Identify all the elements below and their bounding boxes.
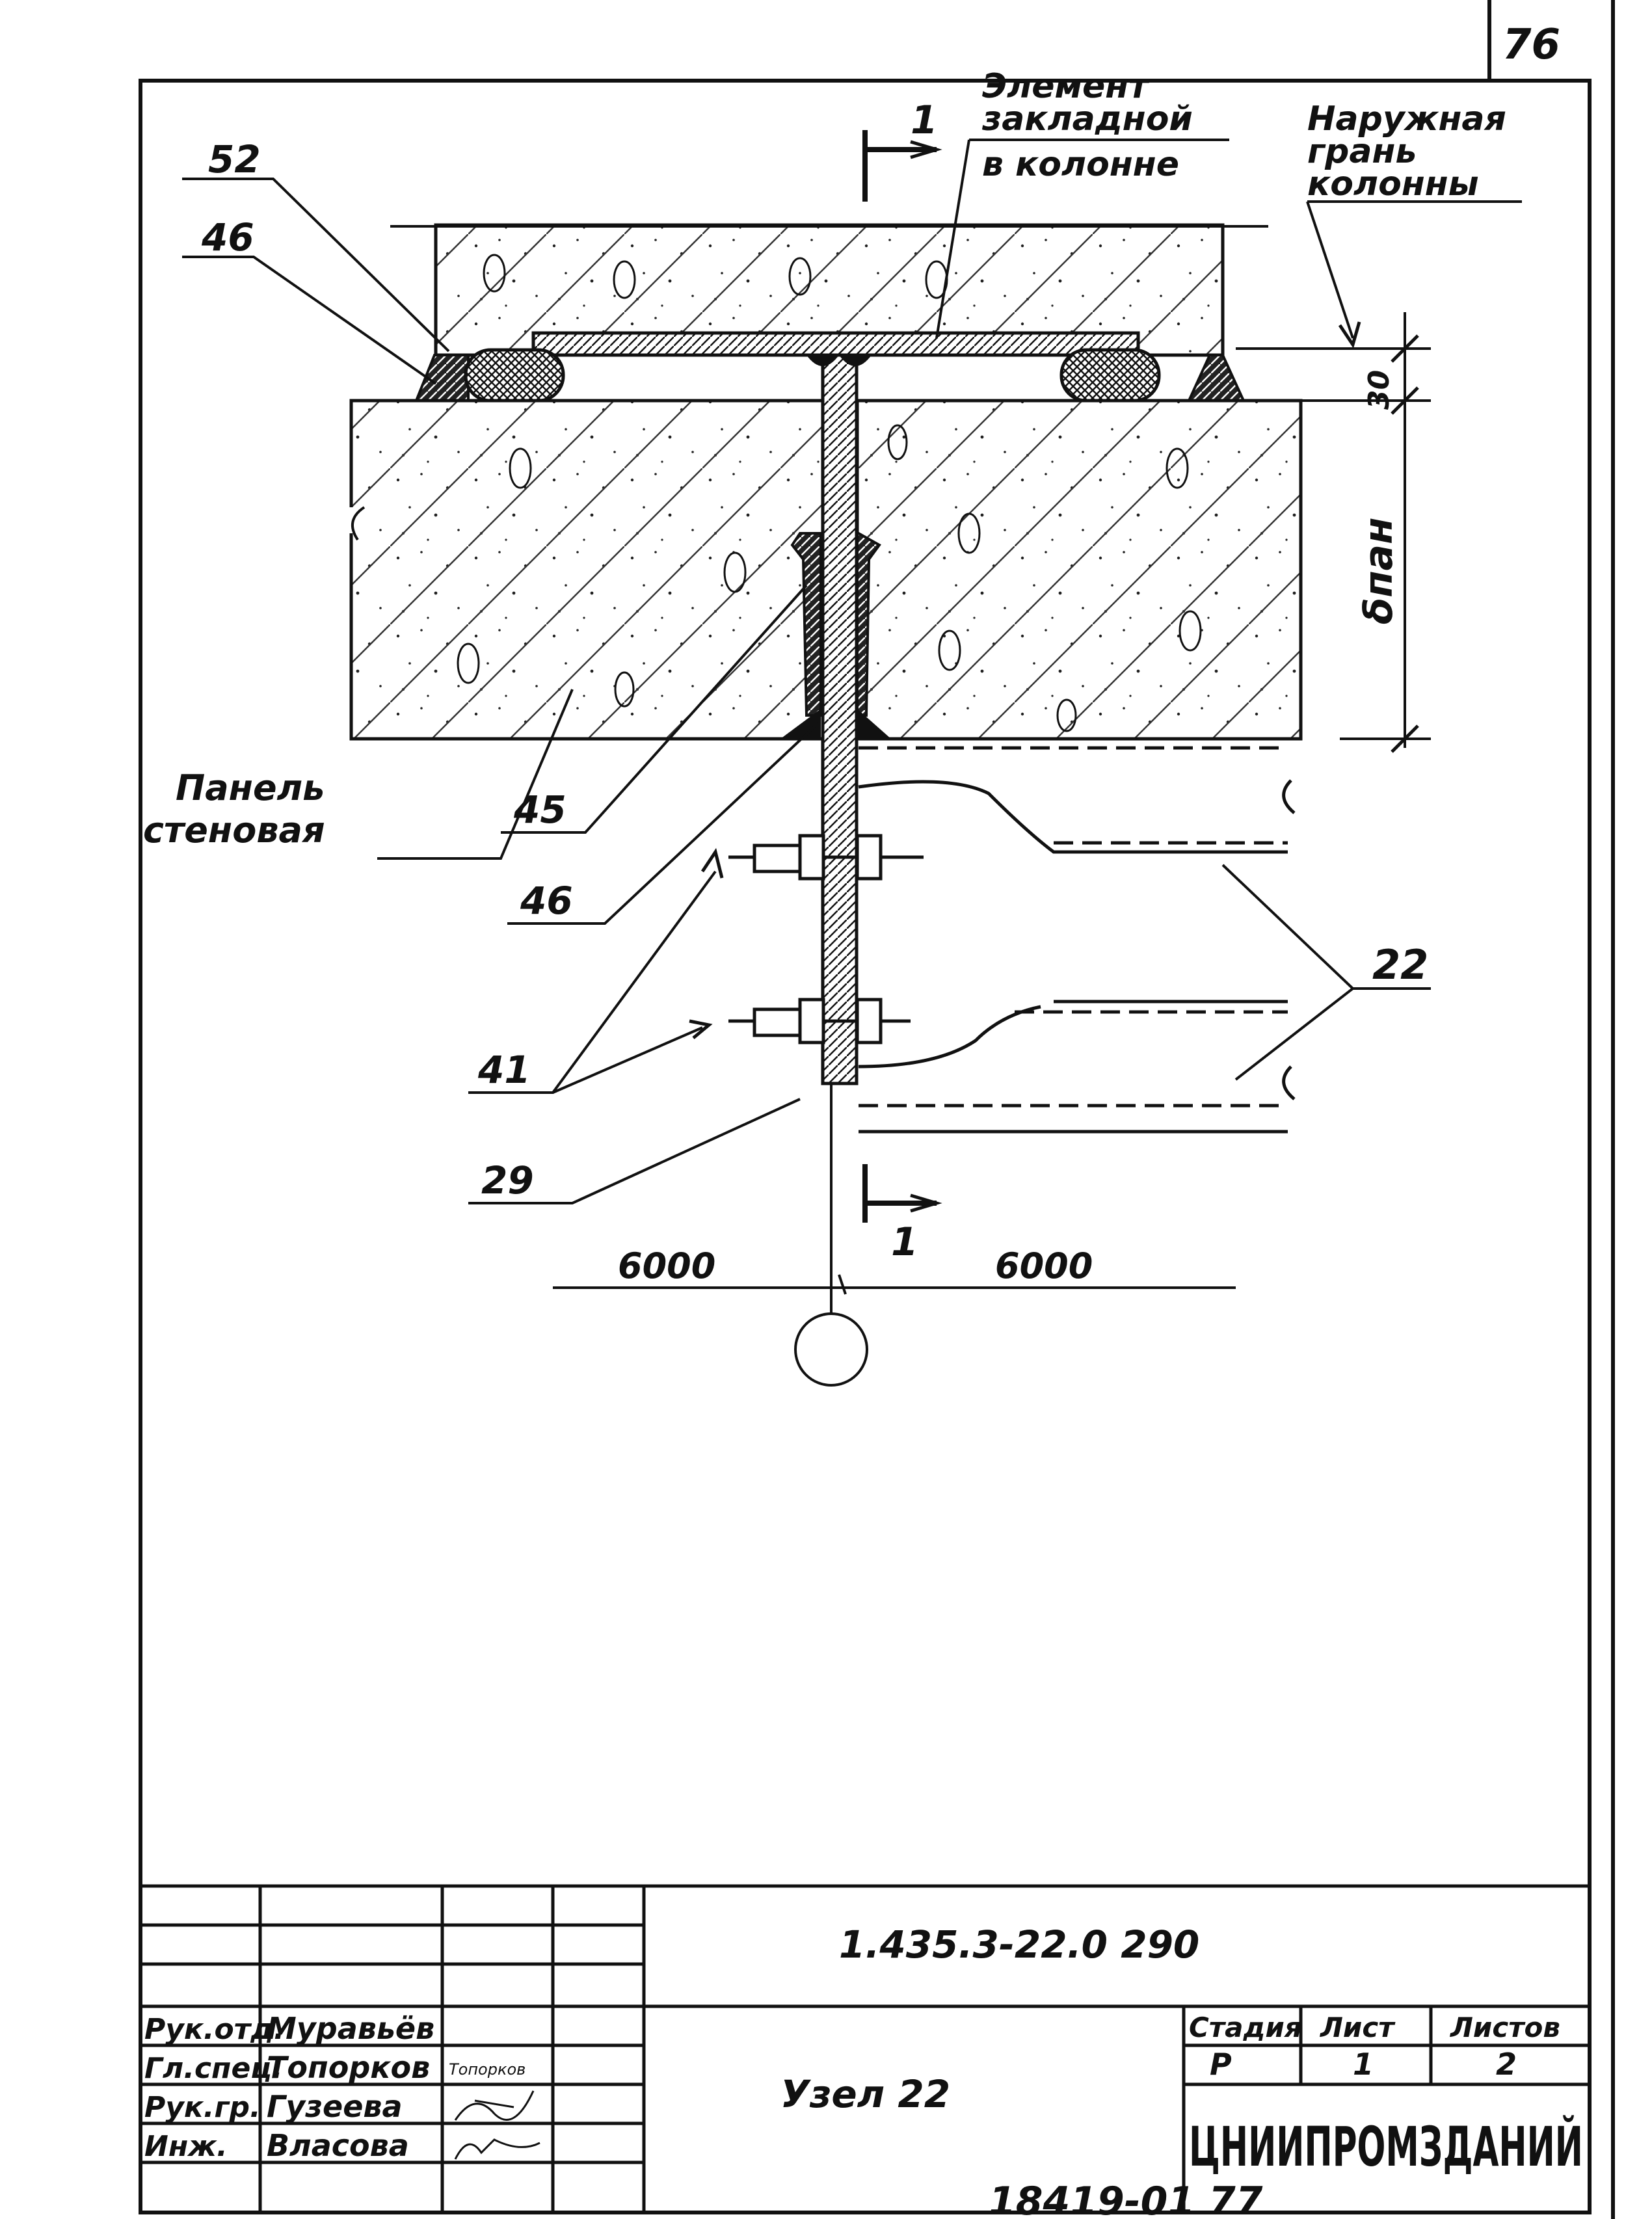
column-flange (821, 353, 859, 1085)
callout-45: 45 (513, 788, 566, 832)
dim-30: 30 (1363, 370, 1396, 410)
drawing-title: Узел 22 (780, 2072, 950, 2116)
span-right: 6000 (995, 1245, 1093, 1286)
name-1: Муравьёв (267, 2011, 434, 2046)
section-mark-top (862, 130, 942, 202)
role-4: Инж. (144, 2130, 228, 2163)
label-wall-panel-1: Панель (176, 767, 325, 808)
span-left: 6000 (618, 1245, 715, 1286)
section-mark-top-label: 1 (911, 98, 938, 143)
dim-panel-thickness: δпан (1356, 517, 1402, 624)
gasket-left (464, 348, 565, 403)
stage-label: Стадия (1189, 2012, 1302, 2043)
embedded-element-callout (935, 139, 1229, 339)
label-outer-1: Наружная (1307, 100, 1506, 139)
callout-22: 22 (1372, 941, 1428, 989)
bolt-lower (728, 998, 911, 1044)
gasket-right (1059, 348, 1161, 403)
label-embedded-3: в колонне (982, 145, 1179, 184)
sheet-value: 1 (1353, 2047, 1374, 2082)
steel-beams (858, 737, 1296, 1134)
label-outer-3: колонны (1307, 165, 1479, 204)
sheet-label: Лист (1319, 2012, 1396, 2043)
callout-46-bottom: 46 (520, 879, 573, 923)
label-wall-panel-2: стеновая (143, 810, 325, 851)
signature-note: Топорков (449, 2060, 526, 2079)
name-4: Власова (267, 2128, 409, 2163)
label-embedded-1: Элемент (982, 67, 1150, 106)
callout-41: 41 (477, 1048, 531, 1092)
dimension-lines (1236, 312, 1431, 753)
top-joint-seals (414, 348, 1246, 403)
label-outer-2: грань (1307, 132, 1417, 171)
section-mark-bottom-label: 1 (891, 1219, 918, 1265)
role-1: Рук.отд. (144, 2013, 285, 2046)
sheets-value: 2 (1496, 2047, 1517, 2082)
name-3: Гузеева (267, 2089, 403, 2124)
weld-top (806, 355, 872, 366)
wall-panel-right (855, 399, 1303, 741)
callout-52: 52 (208, 137, 261, 181)
sheets-label: Листов (1449, 2012, 1560, 2043)
grid-axis (553, 1083, 1236, 1387)
sheet-frame (139, 0, 1615, 2219)
bolt-upper (728, 834, 924, 881)
archive-number: 18419-01 77 (989, 2179, 1263, 2219)
label-embedded-2: закладной (981, 100, 1193, 139)
leader-lines (182, 178, 1431, 1204)
callout-46-top: 46 (201, 215, 254, 259)
drawing-code: 1.435.3-22.0 290 (839, 1922, 1199, 1967)
section-mark-bottom (862, 1164, 942, 1223)
stage-value: Р (1210, 2047, 1232, 2082)
callout-29: 29 (481, 1158, 534, 1203)
organization: ЦНИИПРОМЗДАНИЙ (1189, 2115, 1583, 2179)
role-2: Гл.спец. (144, 2052, 283, 2085)
outer-edge-callout (1306, 200, 1522, 349)
title-block (140, 1884, 1590, 2212)
signatures (454, 2090, 540, 2160)
embedded-plate (531, 331, 1140, 357)
wall-panel-left (338, 399, 825, 741)
name-2: Топорков (267, 2050, 430, 2085)
role-3: Рук.гр. (144, 2091, 261, 2124)
page-number: 76 (1502, 21, 1560, 69)
